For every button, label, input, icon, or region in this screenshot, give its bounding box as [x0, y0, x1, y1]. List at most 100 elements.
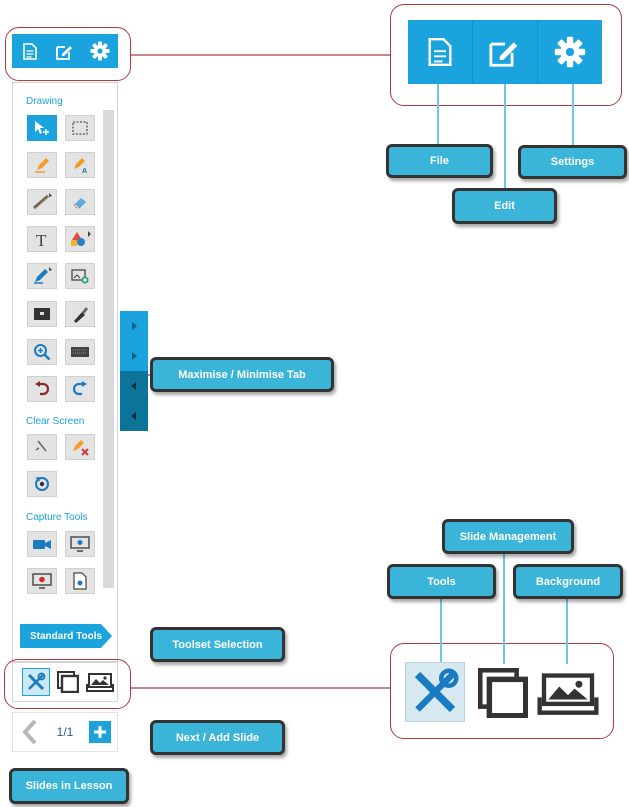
background-image-icon — [86, 673, 114, 692]
callout-background: Background — [513, 564, 623, 599]
screen-record-tool[interactable] — [27, 568, 57, 594]
video-camera-icon — [33, 540, 51, 549]
area-select-tool[interactable] — [65, 115, 95, 141]
keyboard-icon — [71, 347, 89, 357]
top-toolbar — [12, 34, 118, 68]
select-tool[interactable] — [27, 115, 57, 141]
pen-tool[interactable] — [27, 152, 57, 178]
section-drawing: Drawing — [26, 96, 63, 107]
svg-text:T: T — [36, 231, 47, 248]
image-add-icon — [71, 269, 89, 284]
ruler-tool[interactable] — [27, 189, 57, 215]
zoom-edit-icon — [473, 20, 538, 84]
pencil-icon — [35, 158, 49, 173]
slides-stack-icon — [57, 671, 79, 693]
callout-file: File — [386, 144, 493, 178]
record-screen-icon — [32, 573, 52, 589]
shapes-tool[interactable] — [65, 226, 95, 252]
tools-connector — [440, 596, 442, 662]
spotlight-tool[interactable] — [65, 301, 95, 327]
redo-icon — [72, 381, 87, 396]
background-connector — [566, 598, 568, 664]
reset-tool[interactable] — [27, 471, 57, 497]
zoom-background-icon — [536, 664, 600, 722]
callout-tools: Tools — [387, 564, 496, 599]
arrow-right-icon — [132, 322, 137, 330]
previous-slide-button[interactable] — [19, 718, 41, 746]
file-connector — [437, 84, 439, 146]
highlight-slide-bar — [4, 659, 131, 709]
tools-icon — [27, 672, 46, 691]
file-icon[interactable] — [18, 39, 42, 63]
panel-scrollbar[interactable] — [103, 110, 114, 588]
undo-icon — [35, 381, 50, 396]
zoomed-top-toolbar — [408, 20, 602, 84]
slide-navigation: 1/1 — [12, 712, 118, 752]
add-slide-button[interactable] — [89, 721, 111, 743]
video-capture-tool[interactable] — [27, 531, 57, 557]
section-capture-tools: Capture Tools — [26, 512, 88, 523]
cursor-icon — [35, 121, 49, 135]
document-capture-tool[interactable] — [65, 568, 95, 594]
zoom-slides-icon — [474, 664, 532, 722]
magnify-tool[interactable] — [27, 339, 57, 365]
slide-management-connector — [503, 552, 505, 664]
callout-maximise-minimise: Maximise / Minimise Tab — [150, 357, 334, 392]
zoom-icon — [34, 344, 51, 361]
clear-annotations-tool[interactable] — [65, 434, 95, 460]
zoom-tools-icon — [405, 662, 465, 722]
redo-tool[interactable] — [65, 376, 95, 402]
callout-slides-in-lesson: Slides in Lesson — [9, 768, 129, 804]
zoom-file-icon — [408, 20, 473, 84]
eraser-icon — [73, 198, 86, 209]
section-clear-screen: Clear Screen — [26, 416, 85, 427]
callout-edit: Edit — [452, 188, 557, 224]
arrow-right-icon — [132, 352, 137, 360]
reveal-screen-tool[interactable] — [27, 301, 57, 327]
highlighter-icon — [34, 267, 52, 284]
shapes-icon — [71, 231, 91, 246]
highlight-bottom-zoom — [390, 643, 614, 739]
zoom-settings-icon — [538, 20, 602, 84]
screen-capture-tool[interactable] — [65, 531, 95, 557]
screen-shade-icon — [34, 308, 50, 320]
clear-screen-tool[interactable] — [27, 434, 57, 460]
edit-icon[interactable] — [53, 39, 77, 63]
arrow-left-icon — [131, 412, 136, 420]
callout-slide-management: Slide Management — [442, 519, 574, 554]
maximise-tab-1[interactable] — [120, 311, 148, 341]
settings-connector — [572, 84, 574, 146]
document-icon — [73, 572, 87, 590]
tool-panel — [12, 82, 118, 662]
tools-toolset-button[interactable] — [22, 668, 50, 696]
arrow-left-icon — [131, 382, 136, 390]
marquee-icon — [72, 121, 88, 135]
chevron-left-icon — [23, 720, 37, 744]
callout-next-add-slide: Next / Add Slide — [150, 720, 285, 755]
minimise-tab-2[interactable] — [120, 401, 148, 431]
text-tool[interactable]: T — [27, 226, 57, 252]
background-button[interactable] — [85, 668, 115, 696]
keyboard-tool[interactable] — [65, 339, 95, 365]
slide-management-button[interactable] — [54, 668, 82, 696]
reset-icon — [35, 477, 49, 491]
callout-settings: Settings — [518, 145, 627, 179]
highlight-top-zoom — [390, 4, 622, 106]
pen-delete-icon — [73, 440, 89, 456]
slide-counter: 1/1 — [56, 725, 74, 739]
callout-toolset-selection: Toolset Selection — [150, 627, 285, 662]
minimise-tab-1[interactable] — [120, 371, 148, 401]
toolset-selector[interactable]: Standard Tools — [20, 624, 112, 648]
edit-connector — [504, 84, 506, 190]
settings-icon[interactable] — [88, 39, 112, 63]
highlighter-tool[interactable] — [27, 263, 57, 289]
broom-icon — [35, 440, 47, 452]
text-pen-tool[interactable]: A — [65, 152, 95, 178]
maximise-tab-2[interactable] — [120, 341, 148, 371]
eraser-tool[interactable] — [65, 189, 95, 215]
undo-tool[interactable] — [27, 376, 57, 402]
insert-image-tool[interactable] — [65, 263, 95, 289]
highlight-top-toolbar — [5, 27, 131, 81]
monitor-camera-icon — [70, 536, 90, 552]
pen-text-icon: A — [74, 158, 87, 174]
